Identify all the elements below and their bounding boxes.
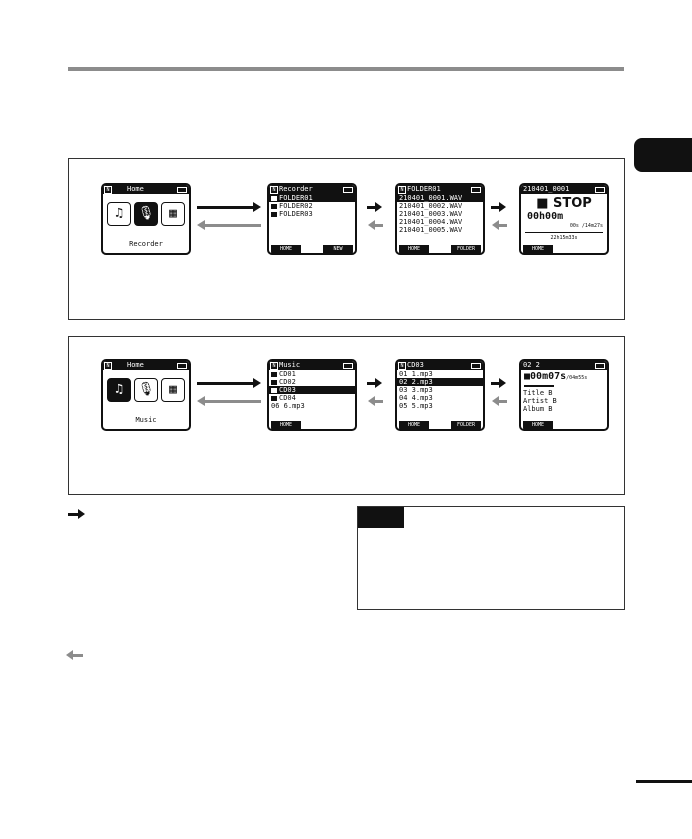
arrow-left-icon	[368, 396, 383, 406]
panel-top-line	[68, 336, 250, 337]
folder-icon	[271, 196, 277, 201]
panel-top-line	[68, 158, 242, 159]
arrow-left-icon	[197, 396, 261, 406]
folder-icon	[271, 204, 277, 209]
music-note-icon: ♫	[107, 202, 131, 226]
arrow-right-icon	[367, 378, 382, 388]
battery-icon	[177, 187, 187, 193]
home-caption: Recorder	[129, 240, 163, 248]
arrow-left-icon	[197, 220, 261, 230]
folder-icon	[271, 396, 277, 401]
microphone-icon: 🎙	[134, 378, 158, 402]
note-box	[357, 506, 625, 610]
arrow-left-icon	[492, 220, 507, 230]
calendar-icon: ▦	[161, 378, 185, 402]
music-playback-screen: 02 2 ■00m07s/04m55s Title B Artist B Alb…	[519, 359, 609, 431]
folder-icon	[271, 388, 277, 393]
arrow-left-icon	[492, 396, 507, 406]
panel-top-line	[452, 158, 625, 159]
arrow-right-icon	[491, 378, 506, 388]
arrow-left-icon	[66, 650, 83, 660]
folder-icon	[271, 372, 277, 377]
page-number-rule	[636, 780, 692, 783]
music-note-icon: ♫	[107, 378, 131, 402]
panel-top-line	[441, 336, 625, 337]
arrow-left-icon	[368, 220, 383, 230]
top-rule	[68, 67, 624, 71]
calendar-icon: ▦	[161, 202, 185, 226]
arrow-right-icon	[68, 509, 85, 519]
home-caption: Music	[135, 416, 157, 424]
arrow-right-icon	[367, 202, 382, 212]
arrow-right-icon	[197, 202, 261, 212]
arrow-right-icon	[197, 378, 261, 388]
note-tag	[358, 507, 404, 528]
microphone-icon: 🎙	[134, 202, 158, 226]
folder-icon	[271, 212, 277, 217]
chapter-tab	[634, 138, 692, 172]
folder-icon	[271, 380, 277, 385]
battery-icon	[177, 363, 187, 369]
recorder-playback-screen: 210401_0001 ■ STOP 00h00m 00s /14m27s 22…	[519, 183, 609, 255]
arrow-right-icon	[491, 202, 506, 212]
